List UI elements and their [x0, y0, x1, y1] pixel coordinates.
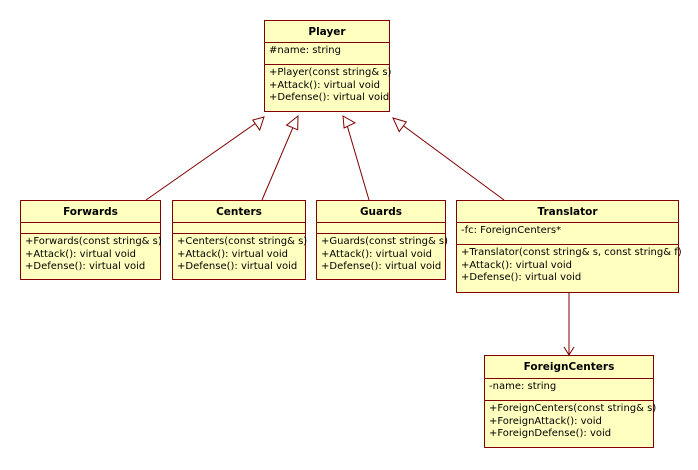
class-operations: +ForeignCenters(const string& s) +Foreig…: [485, 401, 657, 443]
operation: +Attack(): virtual void: [25, 248, 136, 260]
operation: +Defense(): virtual void: [461, 272, 582, 283]
operation: +ForeignDefense(): void: [489, 428, 612, 439]
class-attributes: -name: string: [485, 379, 653, 401]
operation: +Attack(): virtual void: [269, 79, 380, 91]
class-foreign-centers[interactable]: ForeignCenters -name: string +ForeignCen…: [484, 355, 657, 448]
class-name: Centers: [173, 201, 305, 223]
operation: +Attack(): virtual void: [461, 259, 572, 271]
operation: +Guards(const string& s): [321, 236, 449, 247]
operation: +Player(const string& s): [269, 67, 392, 78]
class-attributes: [317, 223, 445, 234]
class-operations: +Forwards(const string& s) +Attack(): vi…: [21, 234, 162, 276]
class-operations: +Guards(const string& s) +Attack(): virt…: [317, 234, 449, 276]
generalization-centers-player: [261, 124, 295, 201]
class-attributes: -fc: ForeignCenters*: [457, 223, 678, 245]
generalization-translator-player: [400, 123, 505, 201]
generalization-arrowhead-translator: [392, 117, 408, 133]
class-attributes: [173, 223, 305, 234]
generalization-arrowhead-centers: [285, 114, 299, 131]
attribute: -name: string: [489, 381, 557, 392]
class-forwards[interactable]: Forwards +Forwards(const string& s) +Att…: [20, 200, 162, 280]
generalization-forwards-player: [145, 122, 257, 201]
attribute: -fc: ForeignCenters*: [461, 225, 562, 236]
class-attributes: [21, 223, 160, 234]
class-name: Forwards: [21, 201, 160, 223]
operation: +Centers(const string& s): [177, 236, 308, 247]
class-name: ForeignCenters: [485, 356, 653, 379]
class-attributes: #name: string: [265, 43, 389, 65]
operation: +Forwards(const string& s): [25, 236, 162, 247]
generalization-arrowhead-forwards: [251, 116, 265, 132]
class-name: Player: [265, 21, 389, 43]
operation: +Defense(): virtual void: [269, 92, 390, 103]
class-centers[interactable]: Centers +Centers(const string& s) +Attac…: [172, 200, 308, 280]
operation: +Translator(const string& s, const strin…: [461, 247, 682, 258]
class-translator[interactable]: Translator -fc: ForeignCenters* +Transla…: [456, 200, 682, 293]
class-guards[interactable]: Guards +Guards(const string& s) +Attack(…: [316, 200, 449, 280]
operation: +Defense(): virtual void: [177, 261, 298, 272]
operation: +Attack(): virtual void: [321, 248, 432, 260]
operation: +Attack(): virtual void: [177, 248, 288, 260]
class-name: Guards: [317, 201, 445, 223]
generalization-arrowhead-guards: [342, 115, 357, 129]
class-operations: +Translator(const string& s, const strin…: [457, 245, 682, 287]
class-operations: +Player(const string& s) +Attack(): virt…: [265, 65, 392, 107]
operation: +Defense(): virtual void: [321, 261, 442, 272]
operation: +ForeignAttack(): void: [489, 415, 602, 427]
class-name: Translator: [457, 201, 678, 223]
generalization-guards-player: [346, 124, 370, 201]
attribute: #name: string: [269, 45, 341, 56]
class-operations: +Centers(const string& s) +Attack(): vir…: [173, 234, 308, 276]
class-player[interactable]: Player #name: string +Player(const strin…: [264, 20, 392, 112]
operation: +ForeignCenters(const string& s): [489, 403, 657, 414]
operation: +Defense(): virtual void: [25, 261, 146, 272]
